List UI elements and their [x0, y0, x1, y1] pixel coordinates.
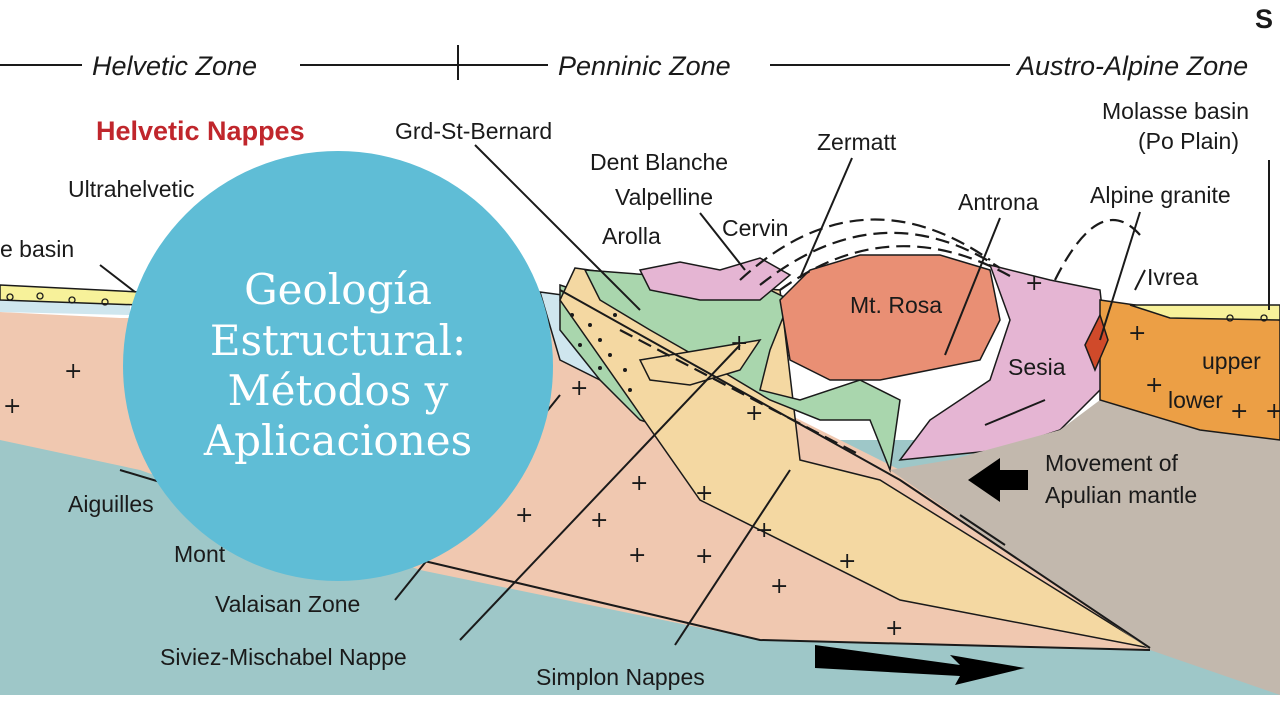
- leader-grd-st-bernard: [474, 144, 641, 311]
- siviez-mischabel-label: Siviez-Mischabel Nappe: [160, 644, 407, 670]
- eroded-fold-arc-2: [759, 231, 1001, 286]
- leader-molasse-left: [99, 264, 136, 293]
- eroded-fold-arc-1: [739, 218, 991, 281]
- molasse-basin-right: [1129, 304, 1280, 321]
- austro-alpine-zone-label: Austro-Alpine Zone: [1015, 51, 1248, 81]
- eroded-fold-arc-4: [1054, 218, 1141, 281]
- svg-text:+: +: [1128, 321, 1146, 346]
- penninic-zone-label: Penninic Zone: [558, 51, 731, 81]
- svg-text:+: +: [770, 574, 788, 599]
- molasse-basin-right-label-1: Molasse basin: [1102, 98, 1249, 124]
- svg-text:+: +: [570, 376, 588, 401]
- apulian-shear-arrow: [959, 514, 1006, 546]
- dent-blanche-label: Dent Blanche: [590, 149, 728, 175]
- corner-letter: S: [1255, 4, 1273, 34]
- leader-ivrea: [1134, 269, 1146, 291]
- monte-rosa-nappe: [779, 254, 1001, 381]
- title-circle: Geología Estructural: Métodos y Aplicaci…: [123, 151, 553, 581]
- movement-label-2: Apulian mantle: [1045, 482, 1197, 508]
- svg-text:+: +: [64, 359, 82, 384]
- helvetic-zone-label: Helvetic Zone: [92, 51, 257, 81]
- svg-text:+: +: [838, 549, 856, 574]
- ivrea-label: Ivrea: [1147, 264, 1198, 290]
- leader-zermatt: [799, 157, 853, 279]
- basal-movement-arrow-icon: [815, 645, 1025, 685]
- svg-text:+: +: [695, 544, 713, 569]
- svg-text:+: +: [745, 401, 763, 426]
- svg-text:+: +: [630, 471, 648, 496]
- crust-cross-marks: + + + + + + + + + + + + + + + + + + + +: [3, 271, 1280, 641]
- svg-text:+: +: [3, 394, 21, 419]
- mt-rosa-label: Mt. Rosa: [850, 292, 942, 318]
- molasse-circles: [6, 292, 1268, 322]
- svg-text:+: +: [590, 508, 608, 533]
- leader-antrona: [944, 217, 1001, 356]
- sesia-label: Sesia: [1008, 354, 1066, 380]
- basal-thrust: [559, 289, 1151, 649]
- alpine-granite-label: Alpine granite: [1090, 182, 1231, 208]
- eroded-fold-arc-3: [779, 245, 1011, 291]
- aiguilles-label: Aiguilles: [68, 491, 154, 517]
- leader-siviez-mischabel: [459, 344, 741, 641]
- molasse-basin-right-label-2: (Po Plain): [1138, 128, 1239, 154]
- grd-st-bernard-label: Grd-St-Bernard: [395, 118, 552, 144]
- svg-text:+: +: [695, 481, 713, 506]
- ultrahelvetic-label: Ultrahelvetic: [68, 176, 195, 202]
- internal-thrust-dashed: [619, 329, 861, 456]
- arolla-label: Arolla: [602, 223, 661, 249]
- molasse-basin-left-label: e basin: [0, 236, 74, 262]
- valpelline-label: Valpelline: [615, 184, 713, 210]
- valaisan-dots: [570, 313, 632, 392]
- antrona-label: Antrona: [958, 189, 1039, 215]
- leader-alpine-granite: [1099, 211, 1141, 341]
- alpine-granite-body: [1084, 313, 1109, 372]
- cervin-label: Cervin: [722, 215, 788, 241]
- simplon-nappes-label: Simplon Nappes: [536, 664, 705, 690]
- svg-text:+: +: [1025, 271, 1043, 296]
- dent-blanche-klippe: [638, 257, 792, 301]
- leader-simplon: [674, 469, 791, 646]
- lower-label: lower: [1168, 387, 1223, 413]
- valaisan-zone-label: Valaisan Zone: [215, 591, 360, 617]
- movement-arrow-icon: [968, 458, 1028, 502]
- svg-text:+: +: [1145, 373, 1163, 398]
- mont-label: Mont: [174, 541, 226, 567]
- tan-fold: [638, 338, 762, 386]
- movement-label-1: Movement of: [1045, 450, 1179, 476]
- upper-label: upper: [1202, 348, 1261, 374]
- helvetic-nappes-label: Helvetic Nappes: [96, 116, 305, 146]
- svg-text:+: +: [628, 543, 646, 568]
- svg-text:+: +: [755, 518, 773, 543]
- svg-text:+: +: [1230, 399, 1248, 424]
- sesia-shear-arrow: [984, 399, 1046, 426]
- zermatt-label: Zermatt: [817, 129, 897, 155]
- slide-title: Geología Estructural: Métodos y Aplicaci…: [203, 265, 473, 466]
- leader-valpelline: [699, 212, 746, 271]
- svg-text:+: +: [1265, 399, 1280, 424]
- svg-text:+: +: [515, 503, 533, 528]
- svg-text:+: +: [885, 616, 903, 641]
- svg-text:+: +: [730, 331, 748, 356]
